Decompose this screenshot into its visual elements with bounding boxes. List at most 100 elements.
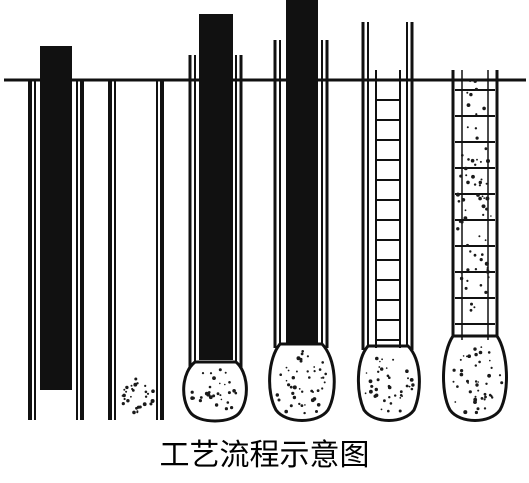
aggregate-dot xyxy=(481,204,486,209)
aggregate-dot xyxy=(190,396,195,400)
concrete-aggregate xyxy=(121,377,155,415)
aggregate-dot xyxy=(485,196,490,201)
aggregate-dot xyxy=(405,369,409,374)
aggregate-dot xyxy=(483,398,486,401)
aggregate-dot xyxy=(463,216,468,221)
aggregate-dot xyxy=(467,158,470,161)
aggregate-dot xyxy=(298,388,301,390)
aggregate-dot xyxy=(480,346,483,348)
aggregate-dot xyxy=(452,368,456,372)
casing-pipe xyxy=(286,0,318,344)
aggregate-dot xyxy=(474,127,478,130)
aggregate-dot xyxy=(379,360,381,363)
aggregate-dot xyxy=(324,372,328,376)
aggregate-dot xyxy=(465,174,468,177)
aggregate-dot xyxy=(473,253,477,257)
aggregate-dot xyxy=(464,209,467,212)
aggregate-dot xyxy=(487,351,491,354)
aggregate-dot xyxy=(461,198,466,202)
aggregate-dot xyxy=(130,384,133,387)
aggregate-dot xyxy=(150,399,155,403)
aggregate-dot xyxy=(460,220,464,224)
aggregate-dot xyxy=(389,402,393,405)
aggregate-dot xyxy=(320,377,323,379)
aggregate-dot xyxy=(130,395,132,398)
aggregate-dot xyxy=(474,395,477,398)
aggregate-dot xyxy=(398,409,402,413)
aggregate-dot xyxy=(484,395,487,399)
aggregate-dot xyxy=(388,376,391,380)
aggregate-dot xyxy=(455,192,460,197)
casing-pipe xyxy=(199,14,233,360)
aggregate-dot xyxy=(303,411,306,415)
aggregate-dot xyxy=(474,364,477,367)
aggregate-dot xyxy=(470,302,473,306)
aggregate-dot xyxy=(136,411,139,414)
aggregate-dot xyxy=(457,200,461,203)
aggregate-dot xyxy=(462,355,465,357)
aggregate-dot xyxy=(387,409,390,413)
aggregate-dot xyxy=(134,377,138,381)
aggregate-dot xyxy=(467,354,472,359)
aggregate-dot xyxy=(460,270,463,274)
aggregate-dot xyxy=(468,390,472,394)
aggregate-dot xyxy=(478,180,482,185)
aggregate-dot xyxy=(131,387,134,391)
aggregate-dot xyxy=(383,399,386,403)
aggregate-dot xyxy=(466,126,469,129)
aggregate-dot xyxy=(473,347,477,351)
concrete-aggregate xyxy=(275,350,328,415)
aggregate-dot xyxy=(300,352,304,356)
aggregate-dot xyxy=(486,270,490,274)
aggregate-dot xyxy=(476,193,480,197)
aggregate-dot xyxy=(454,401,457,403)
aggregate-dot xyxy=(316,403,321,407)
aggregate-dot xyxy=(208,395,213,400)
aggregate-dot xyxy=(285,379,288,382)
aggregate-dot xyxy=(463,410,468,415)
aggregate-dot xyxy=(289,404,293,408)
aggregate-dot xyxy=(284,409,289,414)
rebar-stirrups xyxy=(376,79,400,341)
aggregate-dot xyxy=(478,196,482,201)
aggregate-dot xyxy=(473,79,477,83)
aggregate-dot xyxy=(151,389,155,394)
aggregate-dot xyxy=(216,392,220,396)
aggregate-dot xyxy=(458,220,461,223)
aggregate-dot xyxy=(485,382,488,385)
aggregate-dot xyxy=(380,408,383,411)
aggregate-dot xyxy=(121,402,125,406)
aggregate-dot xyxy=(410,387,414,391)
aggregate-dot xyxy=(374,387,378,392)
aggregate-dot xyxy=(369,389,373,394)
rebar-stirrups xyxy=(455,89,495,325)
aggregate-dot xyxy=(460,369,464,373)
aggregate-dot xyxy=(474,87,478,91)
aggregate-dot xyxy=(480,178,483,181)
aggregate-dot xyxy=(289,385,293,389)
aggregate-dot xyxy=(485,182,488,185)
aggregate-dot xyxy=(484,147,488,151)
aggregate-dot xyxy=(392,358,395,361)
aggregate-dot xyxy=(364,392,367,395)
aggregate-dot xyxy=(486,268,489,271)
concrete-bulb xyxy=(442,334,508,422)
aggregate-dot xyxy=(486,159,490,163)
stage-6 xyxy=(442,70,508,422)
aggregate-dot xyxy=(287,383,291,387)
aggregate-dot xyxy=(300,404,304,407)
aggregate-dot xyxy=(123,397,126,401)
aggregate-dot xyxy=(313,370,316,373)
aggregate-dot xyxy=(275,393,279,397)
aggregate-dot xyxy=(228,381,231,384)
aggregate-dot xyxy=(301,390,304,393)
aggregate-dot xyxy=(466,103,471,107)
aggregate-dot xyxy=(490,395,492,397)
aggregate-dot xyxy=(399,397,402,399)
aggregate-dot xyxy=(477,381,480,383)
aggregate-dot xyxy=(481,253,484,256)
aggregate-dot xyxy=(292,385,297,390)
aggregate-dot xyxy=(208,385,212,389)
aggregate-dot xyxy=(125,390,128,393)
concrete-bulb xyxy=(268,342,336,422)
